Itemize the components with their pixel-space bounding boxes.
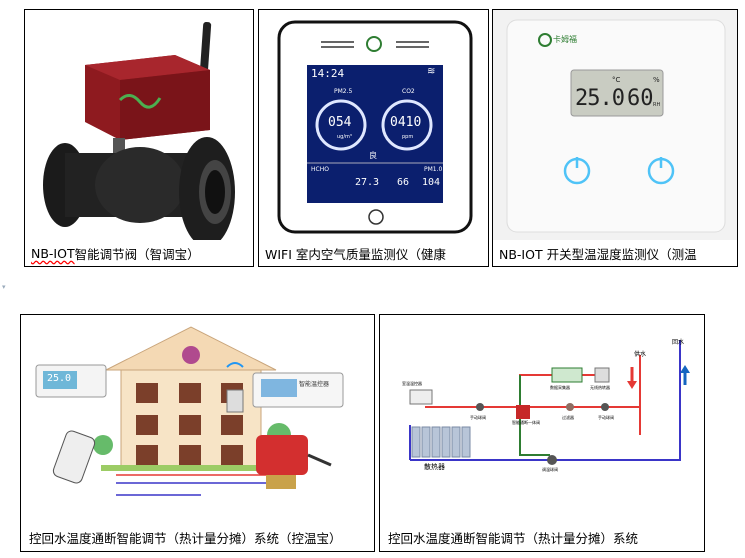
system-caption: 控回水温度通断智能调节（热计量分摊）系统 xyxy=(388,530,639,546)
wifi-monitor-image xyxy=(277,20,473,234)
wifi-pm25-value: 054 xyxy=(328,115,352,130)
wifi-unit-ug: ug/m³ xyxy=(337,134,352,140)
room-controller-label: 室温温控器 xyxy=(402,381,422,386)
wifi-co2-label: CO2 xyxy=(402,88,415,95)
house-system-image xyxy=(35,326,344,496)
valve-caption-prefix: NB-IOT xyxy=(31,245,75,261)
valve1-label: 手动球阀 xyxy=(470,415,486,420)
switch-monitor-image xyxy=(493,10,737,242)
radiator-label: 散热器 xyxy=(424,463,445,471)
switch-hum: 60 xyxy=(627,86,654,111)
wifi-pm25-label: PM2.5 xyxy=(334,88,353,95)
power-button-left-icon[interactable] xyxy=(563,156,591,184)
house-lcd-value: 25.0 xyxy=(47,373,72,384)
wifi-caption: WIFI 室内空气质量监测仪（健康 xyxy=(259,240,488,266)
wifi-temp: 27.3 xyxy=(355,177,380,188)
panel-wifi-monitor: 14:24 ≋ PM2.5 054 CO2 0410 ug/m³ ppm 良 H… xyxy=(258,9,489,267)
wifi-unit-ppm: ppm xyxy=(402,134,414,140)
filter-label: 过滤器 xyxy=(562,415,574,420)
switch-unit-pct: % xyxy=(653,76,660,84)
return-label: 回水 xyxy=(672,339,685,346)
power-button-right-icon[interactable] xyxy=(647,156,675,184)
wifi-pm10-value: 104 xyxy=(422,177,441,188)
supply-label: 供水 xyxy=(634,351,647,358)
switch-temp: 25.0 xyxy=(575,86,625,111)
valve3-label: 手动球阀 xyxy=(598,415,614,420)
system-diagram-image xyxy=(409,340,690,465)
panel-smart-valve: NB-IOT 智能调节阀（智调宝） xyxy=(24,9,254,267)
valve4-label: 调温球阀 xyxy=(542,467,558,472)
wifi-hcho-label: HCHO xyxy=(311,166,329,173)
house-caption: 控回水温度通断智能调节（热计量分摊）系统（控温宝） xyxy=(29,530,342,546)
collector-label: 数据采集器 xyxy=(550,385,570,390)
panel-house-system: 25.0 智能温控器 控回水温度通断智能调节（热计量分摊）系统（控温宝） xyxy=(20,314,375,552)
switch-caption: NB-IOT 开关型温湿度监测仪（测温 xyxy=(493,240,737,266)
wireless-label: 无线热转器 xyxy=(590,385,610,390)
smart-valve-image xyxy=(43,22,235,242)
valve2-label: 智能通断一体阀 xyxy=(512,420,540,425)
brand-label: 卡姆福 xyxy=(553,35,577,44)
wifi-pm10-label: PM1.0 xyxy=(424,166,443,173)
wifi-lcd-time: 14:24 xyxy=(311,67,345,80)
switch-unit-rh: RH xyxy=(653,102,661,108)
wifi-co2-value: 0410 xyxy=(390,115,422,130)
panel-system-diagram: 供水 回水 散热器 室温温控器 手动球阀 智能通断一体阀 过滤器 手动球阀 调温… xyxy=(379,314,705,552)
valve-caption-rest: 智能调节阀（智调宝） xyxy=(74,246,200,262)
house-controller-title: 智能温控器 xyxy=(299,381,330,388)
expand-marker-icon: ▾ xyxy=(2,283,6,291)
wifi-hum: 66 xyxy=(397,177,410,188)
switch-unit-c: °C xyxy=(612,76,621,84)
panel-switch-monitor: 卡姆福 25.0 °C 60 % RH NB-IOT 开关型温湿度监测仪（测温 xyxy=(492,9,738,267)
valve-caption: NB-IOT 智能调节阀（智调宝） xyxy=(25,240,253,266)
wifi-signal-icon: ≋ xyxy=(427,66,436,77)
wifi-status: 良 xyxy=(369,151,377,160)
